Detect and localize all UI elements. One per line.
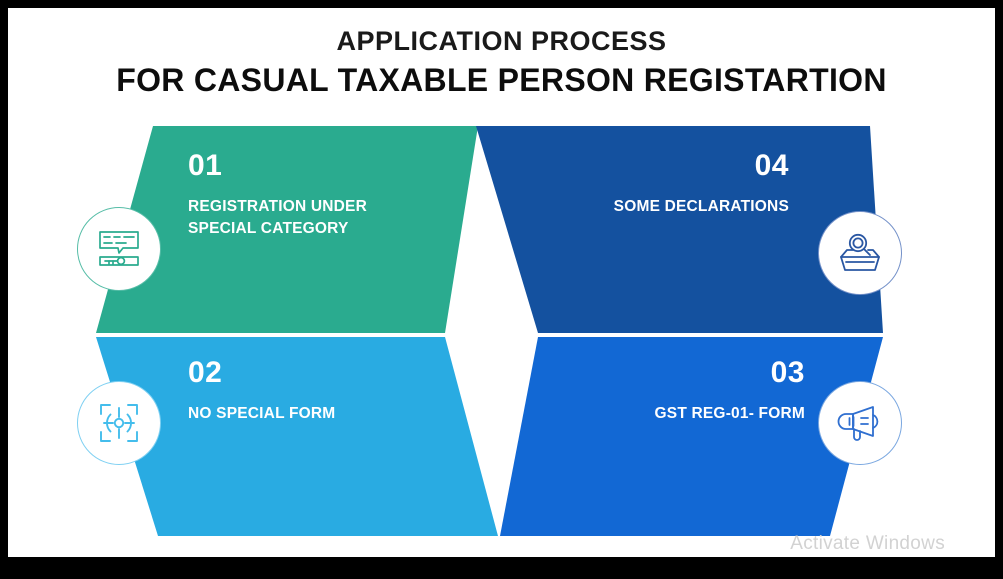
quadrant-text-02: 02 NO SPECIAL FORM: [188, 358, 335, 425]
quadrant-shape-03[interactable]: [500, 337, 883, 536]
quadrant-shape-02[interactable]: [96, 337, 498, 536]
icon-badge-01[interactable]: [77, 207, 161, 291]
quadrant-text-01: 01 REGISTRATION UNDER SPECIAL CATEGORY: [188, 151, 367, 241]
quadrant-label-04: SOME DECLARATIONS: [613, 198, 789, 215]
slide-canvas: APPLICATION PROCESS FOR CASUAL TAXABLE P…: [8, 8, 995, 557]
icon-badge-04[interactable]: [818, 211, 902, 295]
title-line-secondary: FOR CASUAL TAXABLE PERSON REGISTARTION: [116, 62, 887, 99]
quadrant-number-03: 03: [770, 356, 805, 389]
icon-badge-03[interactable]: [818, 381, 902, 465]
target-crosshair-icon: [100, 404, 138, 442]
page-title: APPLICATION PROCESS FOR CASUAL TAXABLE P…: [8, 26, 995, 99]
windows-activation-watermark: Activate Windows: [790, 533, 945, 554]
quadrant-shape-01[interactable]: [96, 126, 478, 333]
quadrant-label-03: GST REG-01- FORM: [654, 405, 805, 422]
inbox-search-icon: [840, 233, 880, 271]
quadrant-number-01: 01: [188, 149, 223, 182]
icon-badge-02[interactable]: [77, 381, 161, 465]
quadrant-number-04: 04: [754, 149, 789, 182]
quadrant-number-02: 02: [188, 356, 223, 389]
quadrant-text-03: 03 GST REG-01- FORM: [655, 358, 805, 425]
quadrant-text-04: 04 SOME DECLARATIONS: [614, 151, 789, 218]
megaphone-icon: [837, 406, 879, 441]
registration-key-icon: [99, 231, 139, 266]
quadrant-label-01: REGISTRATION UNDER SPECIAL CATEGORY: [188, 198, 367, 238]
title-line-primary: APPLICATION PROCESS: [336, 26, 667, 56]
quadrant-label-02: NO SPECIAL FORM: [188, 405, 336, 422]
quadrant-shape-04[interactable]: [476, 126, 883, 333]
quadrant-shapes: [96, 126, 883, 536]
